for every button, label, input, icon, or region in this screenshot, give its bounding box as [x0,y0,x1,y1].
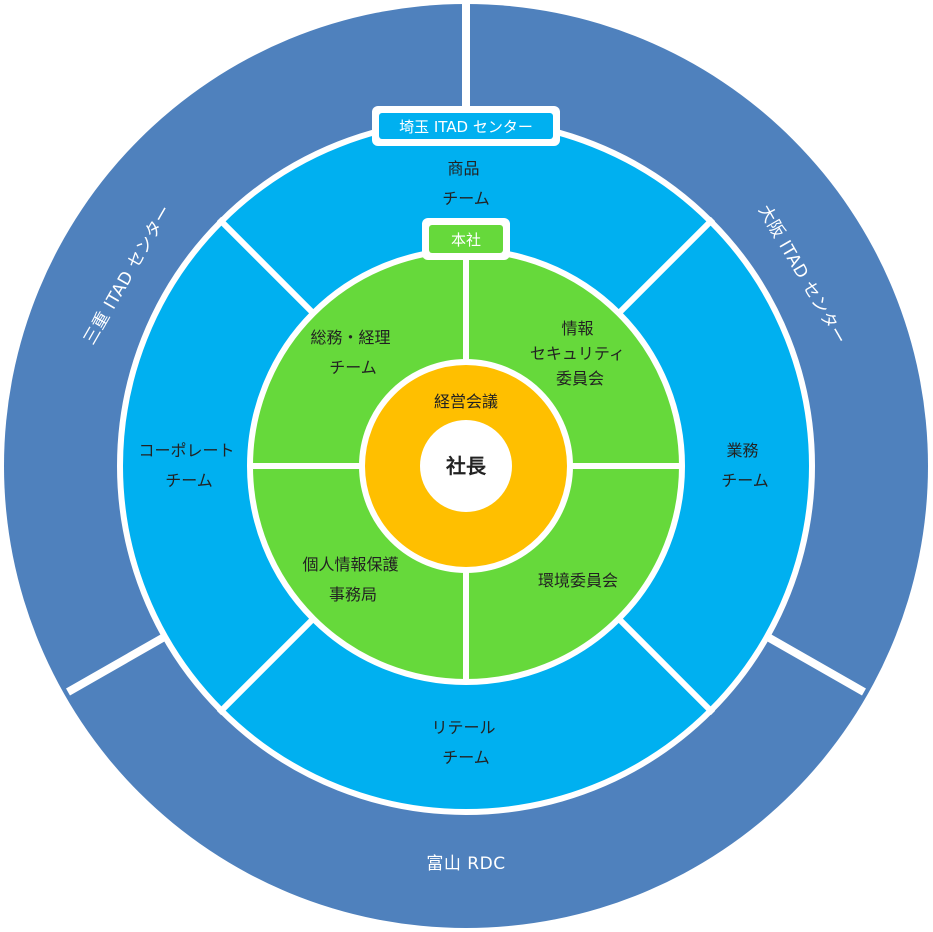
team-label-product-line1: 商品 [447,159,479,178]
group-label-environment: 環境委員会 [538,571,618,590]
group-label-privacy-line1: 個人情報保護 [302,555,398,574]
center-label: 社長 [445,454,487,478]
middle-divider-ul [216,216,323,323]
outer-divider-left [66,624,182,696]
group-label-info-security-line3: 委員会 [556,369,604,388]
middle-divider-lr [609,609,716,716]
team-label-corporate-line2: チーム [165,471,213,490]
team-label-retail: リテール チーム [431,718,500,767]
group-label-info-security-line1: 情報 [561,319,593,338]
group-label-info-security: 情報 セキュリティ 委員会 [530,319,630,388]
inner-tag-label: 本社 [451,231,481,249]
team-label-retail-line2: チーム [442,748,490,767]
middle-tag-fill [379,113,553,139]
middle-divider-ur [609,216,716,323]
group-label-privacy: 個人情報保護 事務局 [302,555,403,604]
group-label-privacy-line2: 事務局 [329,585,377,604]
outer-label-toyama: 富山 RDC [426,854,505,874]
core-label: 経営会議 [434,392,498,411]
team-label-product: 商品 チーム [442,159,490,208]
middle-ring-tag: 埼玉 ITAD センター [372,106,560,146]
team-label-product-line2: チーム [442,189,490,208]
team-label-retail-line1: リテール [431,718,495,737]
inner-ring-tag: 本社 [422,218,510,260]
middle-divider-ll [216,609,323,716]
center-disc [420,420,512,512]
outer-divider-right [750,624,866,696]
team-label-operations: 業務 チーム [721,441,769,490]
inner-tag-fill [429,225,503,253]
team-label-operations-line2: チーム [721,471,769,490]
core-ring [359,359,573,573]
middle-tag-label: 埼玉 ITAD センター [399,118,533,136]
team-label-corporate: コーポレート チーム [138,441,239,490]
group-label-general-affairs: 総務・経理 チーム [310,328,395,377]
group-label-general-affairs-line2: チーム [329,358,377,377]
group-label-general-affairs-line1: 総務・経理 [310,328,390,347]
group-label-info-security-line2: セキュリティ [530,344,625,363]
team-label-operations-line1: 業務 [726,441,758,460]
team-label-corporate-line1: コーポレート [138,441,234,460]
group-label-environment-line1: 環境委員会 [538,571,618,590]
